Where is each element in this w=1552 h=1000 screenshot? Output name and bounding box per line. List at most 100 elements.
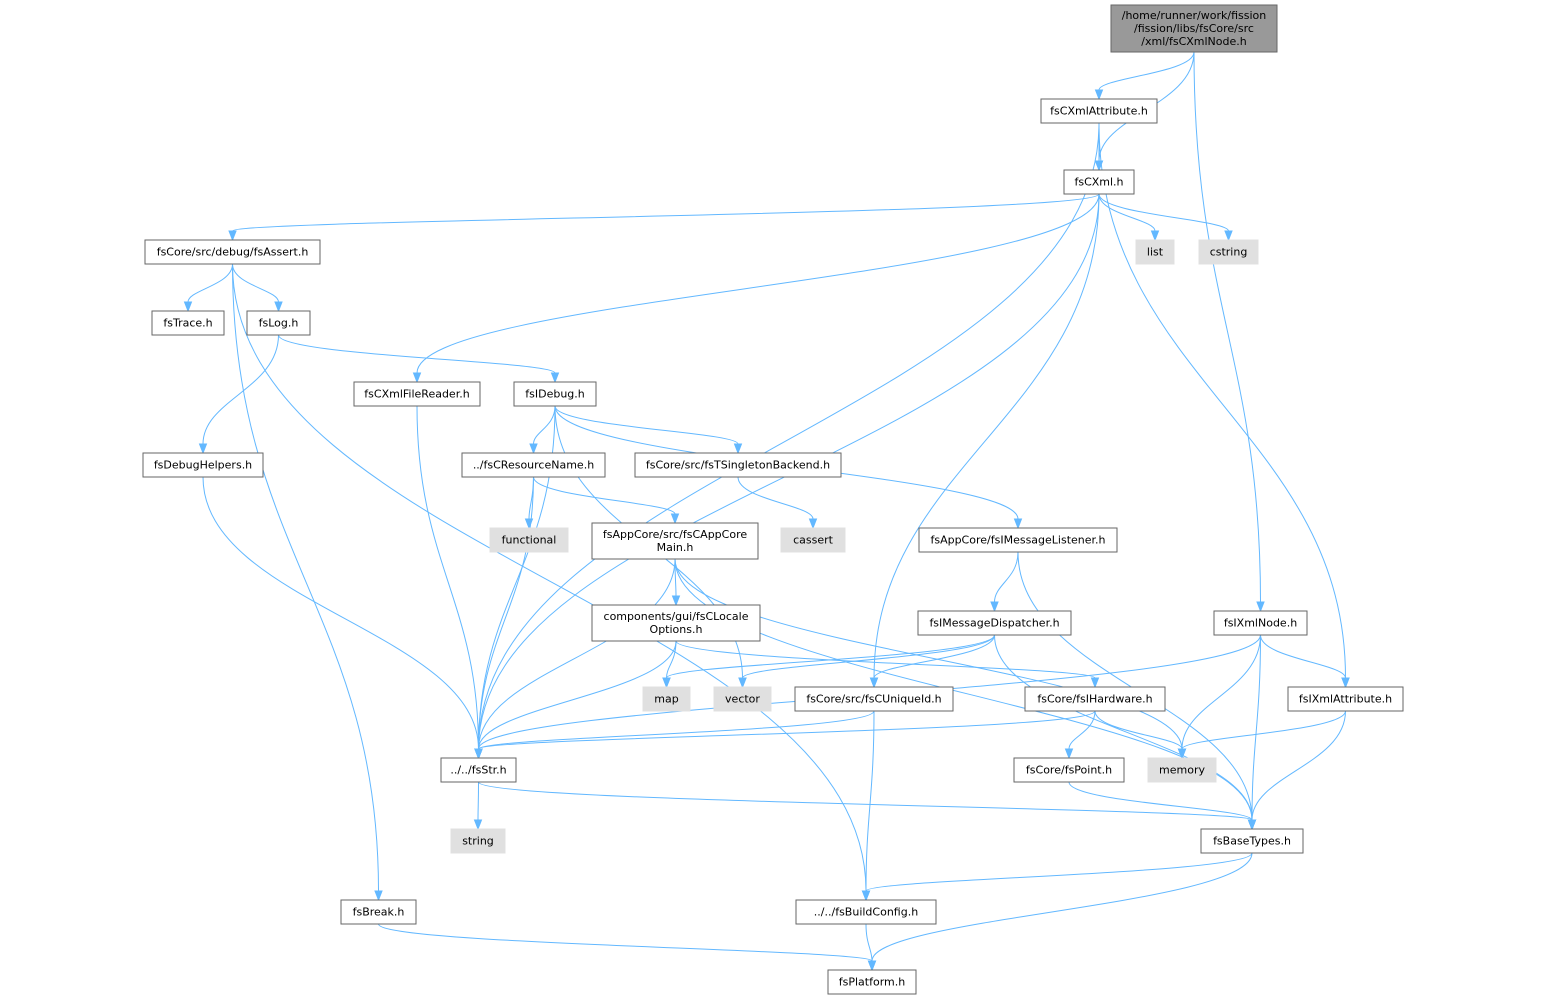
node-fs-ihardware[interactable]: fsCore/fsIHardware.h [1024, 686, 1166, 712]
edge-line [1098, 51, 1195, 91]
node-root[interactable]: /home/runner/work/fission/fission/libs/f… [1110, 4, 1278, 53]
edge-fs-tsingleton-backend-to-cassert [737, 476, 818, 530]
edge-arrowhead [1224, 230, 1233, 242]
edge-arrowhead [738, 677, 747, 689]
node-label: /xml/fsCXmlNode.h [1141, 35, 1246, 48]
node-label: fsCore/fsIHardware.h [1037, 693, 1152, 706]
node-fs-ixml-attribute[interactable]: fsIXmlAttribute.h [1287, 686, 1404, 712]
node-fs-debug-helpers[interactable]: fsDebugHelpers.h [142, 452, 264, 478]
edge-fs-ihardware-to-fs-point [1064, 710, 1096, 760]
node-box [713, 686, 772, 712]
edge-fs-cxml-to-list [1098, 193, 1160, 242]
node-box [450, 828, 506, 854]
node-box [1063, 169, 1135, 195]
edge-line [865, 923, 873, 962]
node-fs-idebug[interactable]: fsIDebug.h [513, 381, 597, 407]
edge-arrowhead [662, 677, 671, 689]
edge-fs-point-to-fs-base-types [1068, 781, 1257, 831]
edge-fs-imessage-listener-to-fs-imessage-dispatcher [990, 551, 1019, 613]
edge-fs-cunique-id-to-fs-str [474, 710, 875, 760]
node-list: list [1135, 239, 1175, 265]
edge-line [278, 334, 556, 374]
node-fs-base-types[interactable]: fsBaseTypes.h [1200, 828, 1304, 854]
edge-line [478, 710, 1096, 750]
node-box [918, 527, 1118, 553]
node-box [461, 452, 606, 478]
node-fs-imessage-listener[interactable]: fsAppCore/fsIMessageListener.h [918, 527, 1118, 553]
node-fs-build-config[interactable]: ../../fsBuildConfig.h [795, 899, 937, 925]
node-box [827, 969, 917, 995]
edge-line [478, 640, 677, 750]
edge-line [1193, 51, 1261, 603]
node-label: string [462, 835, 494, 848]
node-fs-platform[interactable]: fsPlatform.h [827, 969, 917, 995]
node-box [142, 452, 264, 478]
node-functional: functional [489, 527, 569, 553]
edge-arrowhead [228, 230, 237, 242]
node-label: fsPlatform.h [839, 976, 905, 989]
node-fs-str[interactable]: ../../fsStr.h [440, 757, 517, 783]
edge-line [478, 476, 534, 750]
edge-line [994, 551, 1019, 603]
node-label: fsCore/src/fsTSingletonBackend.h [646, 459, 830, 472]
node-cassert: cassert [780, 527, 846, 553]
node-label: fsAppCore/src/fsCAppCore [603, 528, 747, 541]
edge-line [232, 263, 867, 892]
node-box [634, 452, 842, 478]
edge-arrowhead [990, 601, 999, 613]
node-label: fsBreak.h [353, 906, 405, 919]
edge-line [674, 558, 1183, 750]
edge-line [416, 405, 479, 750]
edge-line [1098, 193, 1156, 232]
edge-root-to-fs-cxml-attribute [1094, 51, 1195, 101]
node-fs-imessage-dispatcher[interactable]: fsIMessageDispatcher.h [917, 610, 1072, 636]
edge-arrowhead [1013, 518, 1023, 530]
node-box [780, 527, 846, 553]
edge-root-to-fs-ixml-node [1193, 51, 1265, 613]
node-label: fsIDebug.h [525, 388, 585, 401]
edge-fs-str-to-fs-base-types [478, 781, 1257, 831]
edge-fs-cxml-to-fs-cxml-file-reader [412, 193, 1100, 384]
node-label: /home/runner/work/fission [1122, 9, 1267, 22]
node-label: fsCXmlAttribute.h [1050, 105, 1148, 118]
node-cstring: cstring [1198, 239, 1259, 265]
node-fs-cresource-name[interactable]: ../fsCResourceName.h [461, 452, 606, 478]
node-fs-log[interactable]: fsLog.h [246, 310, 311, 336]
edge-line [232, 193, 1100, 232]
edge-line [1098, 193, 1229, 232]
node-fs-assert[interactable]: fsCore/src/debug/fsAssert.h [144, 239, 321, 265]
edge-arrowhead [529, 443, 538, 455]
node-fs-break[interactable]: fsBreak.h [340, 899, 417, 925]
node-box [1013, 757, 1125, 783]
edge-fs-build-config-to-fs-platform [865, 923, 877, 972]
node-fs-cxml-file-reader[interactable]: fsCXmlFileReader.h [353, 381, 481, 407]
node-fs-cxml-attribute[interactable]: fsCXmlAttribute.h [1040, 98, 1158, 124]
node-map: map [642, 686, 691, 712]
node-box [1147, 757, 1217, 783]
node-fs-cunique-id[interactable]: fsCore/src/fsCUniqueId.h [794, 686, 954, 712]
edge-fs-cresource-name-to-fs-capp-core-main [533, 476, 680, 525]
edge-line [477, 781, 479, 821]
node-fs-ixml-node[interactable]: fsIXmlNode.h [1213, 610, 1308, 636]
edge-fs-cxml-to-cstring [1098, 193, 1233, 242]
node-fs-point[interactable]: fsCore/fsPoint.h [1013, 757, 1125, 783]
node-fs-cxml[interactable]: fsCXml.h [1063, 169, 1135, 195]
edge-arrowhead [867, 960, 877, 972]
edge-line [871, 852, 1253, 962]
edge-line [187, 263, 233, 303]
node-fs-trace[interactable]: fsTrace.h [151, 310, 225, 336]
edge-line [554, 405, 739, 445]
edge-line [533, 405, 556, 445]
nodes-layer: /home/runner/work/fission/fission/libs/f… [142, 4, 1404, 995]
edge-line [478, 122, 1100, 750]
node-label: memory [1159, 764, 1205, 777]
edge-line [1181, 634, 1261, 750]
node-box [591, 522, 759, 560]
edge-fs-ihardware-to-fs-str [474, 710, 1096, 760]
node-fs-tsingleton-backend[interactable]: fsCore/src/fsTSingletonBackend.h [634, 452, 842, 478]
edge-arrowhead [671, 595, 681, 607]
node-box [513, 381, 597, 407]
